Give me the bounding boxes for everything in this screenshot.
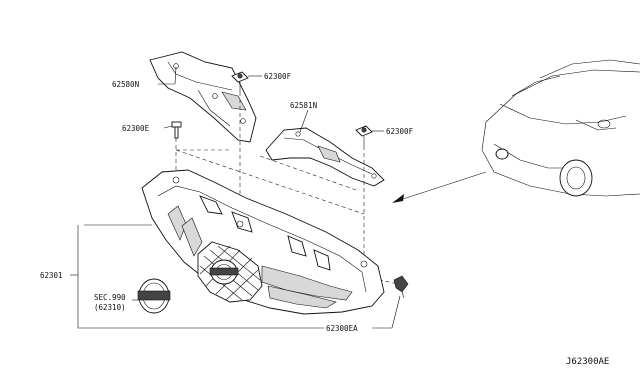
label-62300f-upper: 62300F — [264, 72, 292, 81]
clip-bottom-62300ea[interactable] — [393, 275, 409, 299]
clip-upper-62300f[interactable] — [231, 71, 249, 92]
leader-lines — [70, 66, 401, 329]
label-62580n: 62580N — [112, 80, 139, 89]
grille-emblem-icon — [209, 259, 239, 285]
label-62301: 62301 — [40, 271, 63, 280]
diagram-reference-code: J62300AE — [566, 357, 609, 367]
emblem-badge-sec990[interactable] — [137, 278, 171, 314]
clip-right-62300f[interactable] — [355, 125, 373, 146]
direction-arrow-icon — [392, 171, 487, 203]
bolt-62300e[interactable] — [171, 121, 182, 139]
vehicle-front-illustration — [481, 59, 640, 197]
label-62300ea: 62300EA — [326, 324, 358, 333]
label-62300e: 62300E — [122, 124, 150, 133]
label-62300f-right: 62300F — [386, 127, 414, 136]
side-bracket-62581n[interactable] — [265, 127, 385, 187]
label-62581n: 62581N — [290, 101, 317, 110]
front-grille-62301[interactable] — [141, 169, 385, 315]
upper-bracket-62580n[interactable] — [149, 51, 257, 143]
label-sec990: SEC.990 — [94, 293, 126, 302]
label-62310: (62310) — [94, 303, 126, 312]
